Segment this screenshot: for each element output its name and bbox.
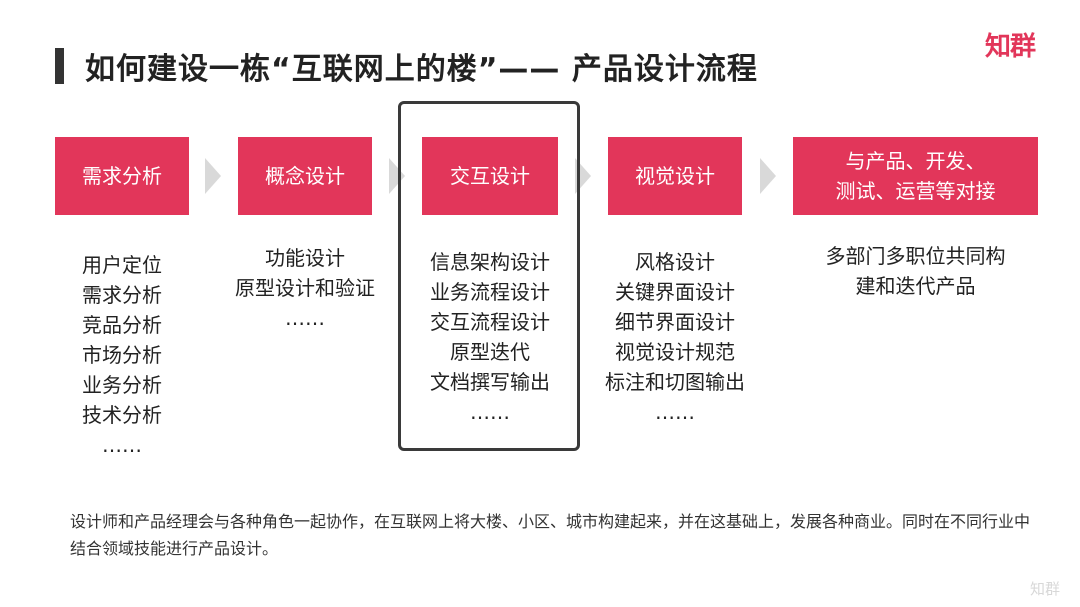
step-label: 交互设计 bbox=[450, 164, 530, 188]
detail-item: …… bbox=[102, 433, 142, 457]
detail-item: 业务分析 bbox=[82, 373, 162, 397]
arrow-right-icon bbox=[389, 158, 405, 194]
step-details-concept: 功能设计 原型设计和验证 …… bbox=[222, 243, 388, 333]
detail-item: 原型迭代 bbox=[450, 340, 530, 364]
detail-item: 需求分析 bbox=[82, 283, 162, 307]
step-label: 概念设计 bbox=[265, 164, 345, 188]
detail-item: …… bbox=[470, 400, 510, 424]
page-title: 如何建设一栋“互联网上的楼”—— 产品设计流程 bbox=[85, 52, 758, 87]
detail-item: 市场分析 bbox=[82, 343, 162, 367]
step-interaction-design: 交互设计 bbox=[422, 137, 558, 215]
detail-item: 竞品分析 bbox=[82, 313, 162, 337]
detail-item: 业务流程设计 bbox=[430, 280, 550, 304]
detail-item: 标注和切图输出 bbox=[605, 370, 745, 394]
step-details-interaction: 信息架构设计 业务流程设计 交互流程设计 原型迭代 文档撰写输出 …… bbox=[410, 247, 570, 427]
detail-item: 风格设计 bbox=[635, 250, 715, 274]
step-label: 视觉设计 bbox=[635, 164, 715, 188]
arrow-right-icon bbox=[760, 158, 776, 194]
step-visual-design: 视觉设计 bbox=[608, 137, 742, 215]
detail-item: 建和迭代产品 bbox=[855, 274, 976, 298]
step-concept-design: 概念设计 bbox=[238, 137, 372, 215]
detail-item: 信息架构设计 bbox=[430, 250, 550, 274]
brand-logo: 知群 bbox=[985, 32, 1036, 62]
step-label: 需求分析 bbox=[82, 164, 162, 188]
title-accent-bar bbox=[55, 48, 64, 84]
detail-item: 文档撰写输出 bbox=[430, 370, 550, 394]
detail-item: 技术分析 bbox=[82, 403, 162, 427]
detail-item: 功能设计 bbox=[265, 246, 345, 270]
watermark: 知群 bbox=[1030, 580, 1061, 598]
step-details-requirements: 用户定位 需求分析 竞品分析 市场分析 业务分析 技术分析 …… bbox=[55, 250, 189, 460]
step-requirements-analysis: 需求分析 bbox=[55, 137, 189, 215]
step-details-handoff: 多部门多职位共同构 建和迭代产品 bbox=[803, 241, 1028, 301]
step-label-line: 测试、运营等对接 bbox=[835, 179, 996, 203]
detail-item: 用户定位 bbox=[82, 253, 162, 277]
detail-item: 多部门多职位共同构 bbox=[825, 244, 1006, 268]
step-cross-team-handoff: 与产品、开发、 测试、运营等对接 bbox=[793, 137, 1038, 215]
arrow-right-icon bbox=[205, 158, 221, 194]
step-details-visual: 风格设计 关键界面设计 细节界面设计 视觉设计规范 标注和切图输出 …… bbox=[595, 247, 755, 427]
detail-item: 细节界面设计 bbox=[615, 310, 735, 334]
detail-item: …… bbox=[285, 306, 325, 330]
step-label-line: 与产品、开发、 bbox=[845, 149, 986, 173]
detail-item: …… bbox=[655, 400, 695, 424]
detail-item: 交互流程设计 bbox=[430, 310, 550, 334]
footer-description: 设计师和产品经理会与各种角色一起协作，在互联网上将大楼、小区、城市构建起来，并在… bbox=[70, 512, 1031, 558]
detail-item: 视觉设计规范 bbox=[615, 340, 735, 364]
detail-item: 原型设计和验证 bbox=[235, 276, 375, 300]
highlight-frame bbox=[398, 101, 580, 451]
detail-item: 关键界面设计 bbox=[615, 280, 735, 304]
